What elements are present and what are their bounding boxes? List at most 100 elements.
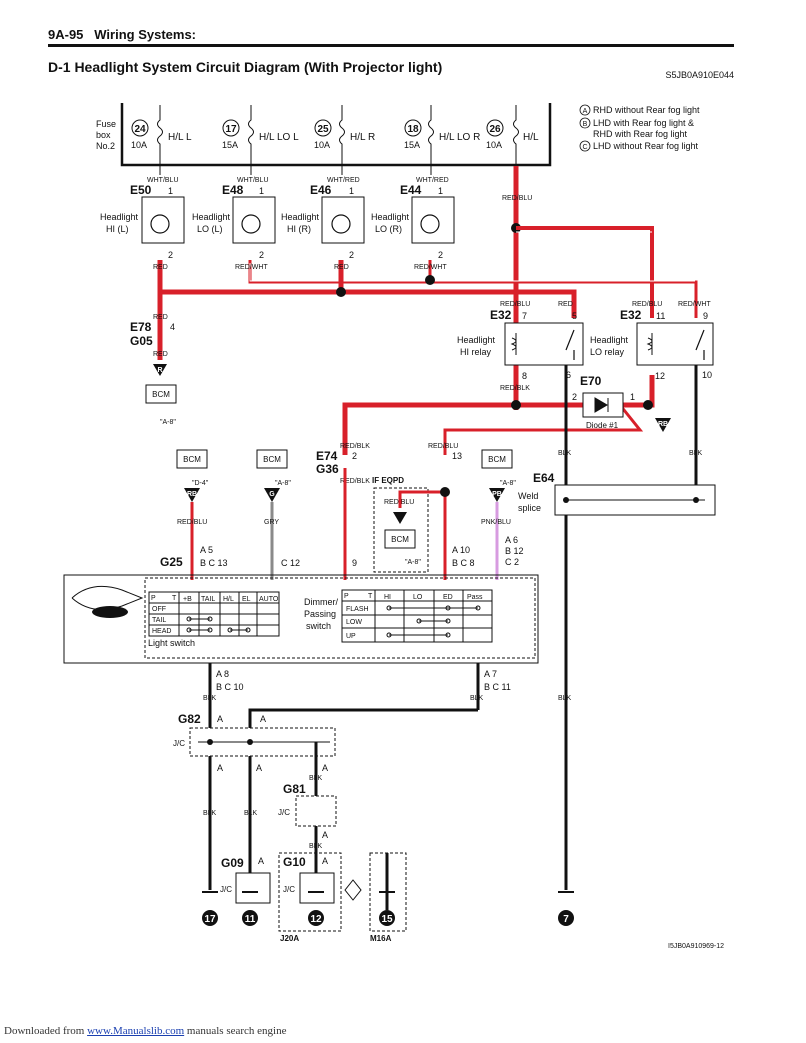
- connector-label: G05: [130, 334, 153, 348]
- pin-label: 13: [452, 451, 462, 461]
- table-header: EL: [242, 596, 251, 603]
- pin-label: B C 11: [484, 682, 511, 692]
- bcm-label: BCM: [391, 535, 409, 544]
- light-switch-label: Light switch: [148, 638, 195, 648]
- wire-label: RED: [153, 351, 168, 358]
- legend: A RHD without Rear fog light B LHD with …: [579, 104, 700, 152]
- wire-label: BLK: [470, 695, 484, 702]
- table-row-label: HEAD: [152, 628, 171, 635]
- table-header: P: [344, 593, 349, 600]
- fuse-number: 24: [134, 124, 146, 135]
- pin-label: 1: [168, 186, 173, 196]
- fuse-name: H/L R: [350, 132, 375, 143]
- jc-label: J/C: [283, 885, 295, 894]
- bcm-badge: RB: [658, 421, 668, 428]
- wire-label: WHT/RED: [416, 177, 449, 184]
- fuse-name: H/L: [523, 132, 539, 143]
- combination-switch: P T +B TAIL H/L EL AUTO OFF TAIL HEAD Li…: [63, 574, 539, 664]
- pin-label: 6: [566, 370, 571, 380]
- legend-text-c: LHD without Rear fog light: [593, 141, 699, 151]
- wire-label: RED/BLK: [340, 443, 370, 450]
- table-row-label: LOW: [346, 619, 362, 626]
- bcm-ref: "A-8": [160, 419, 176, 426]
- ground-points: 17 11 12 15 7: [202, 891, 574, 926]
- table-row-label: OFF: [152, 606, 166, 613]
- pin-label: 2: [438, 250, 443, 260]
- legend-mark-b: B: [583, 121, 588, 128]
- legend-text-b2: RHD with Rear fog light: [593, 129, 688, 139]
- pin-label: C 12: [281, 558, 300, 568]
- bcm-label: BCM: [263, 455, 281, 464]
- headlight-e50: E50 WHT/BLU 1 Headlight HI (L) 2 RED: [100, 177, 185, 271]
- pin-label: A: [322, 856, 328, 866]
- e74-g36-connector: RED/BLK E74 2 G36 RED/BLK RED/BLU 13: [316, 443, 462, 580]
- headlight-label: LO (L): [197, 224, 223, 234]
- g25-connector: G25 A 5 B C 13 C 12 9 A 10 B C 8 A 6 B 1…: [160, 535, 524, 569]
- headlight-label: Headlight: [100, 212, 139, 222]
- connector-label: E48: [222, 183, 244, 197]
- weld-label: splice: [518, 503, 541, 513]
- connector-label: E70: [580, 374, 602, 388]
- pin-label: A: [256, 763, 262, 773]
- wire-label: RED/BLU: [502, 195, 532, 202]
- pin-label: A 7: [484, 669, 497, 679]
- table-header: TAIL: [201, 596, 215, 603]
- ground-number: 15: [381, 914, 393, 925]
- pin-label: A: [217, 714, 223, 724]
- headlight-label: LO (R): [375, 224, 402, 234]
- bcm-badge: G: [269, 491, 275, 498]
- headlight-e44: E44 WHT/RED 1 Headlight LO (R) 2 RED/WHT: [371, 177, 455, 271]
- table-header: ED: [443, 594, 453, 601]
- pin-label: 7: [522, 311, 527, 321]
- ground-number: 11: [245, 914, 256, 925]
- bcm-d4: BCM "D-4" RB RED/BLU: [176, 449, 209, 580]
- ground-number: 7: [563, 914, 569, 925]
- pin-label: 10: [702, 370, 712, 380]
- bcm-badge: RB: [187, 491, 197, 498]
- pin-label: B C 8: [452, 558, 475, 568]
- pin-label: 2: [352, 451, 357, 461]
- pin-label: A 10: [452, 545, 470, 555]
- section-title: Wiring Systems:: [94, 27, 197, 42]
- wire-label: RED/BLU: [500, 301, 530, 308]
- page-number: 9A-95: [48, 27, 84, 42]
- legend-text-a: RHD without Rear fog light: [593, 105, 700, 115]
- connector-label: G25: [160, 555, 183, 569]
- pin-label: B 12: [505, 546, 524, 556]
- ground-wiring: A 8 B C 10 A 7 B C 11 BLK BLK G82 A A J/…: [173, 663, 511, 943]
- dimmer-label: Passing: [304, 609, 336, 619]
- table-header: Pass: [467, 594, 483, 601]
- pin-label: 2: [259, 250, 264, 260]
- fuse-box-label-1: Fuse: [96, 119, 116, 129]
- fuse-box-label-3: No.2: [96, 141, 115, 151]
- table-header: +B: [183, 596, 192, 603]
- connector-label: G82: [178, 712, 201, 726]
- relay-label: Headlight: [590, 335, 629, 345]
- dimmer-label: Dimmer/: [304, 597, 338, 607]
- pin-label: 2: [168, 250, 173, 260]
- ground-number: 12: [310, 914, 322, 925]
- footer-link[interactable]: www.Manualslib.com: [87, 1025, 185, 1037]
- pin-label: 12: [655, 371, 665, 381]
- pin-label: 1: [630, 392, 635, 402]
- ground-number: 17: [204, 914, 216, 925]
- diode-e70: E70 2 1 Diode #1 RB: [342, 374, 671, 455]
- bcm-badge: PB: [492, 491, 502, 498]
- headlight-label: Headlight: [281, 212, 320, 222]
- connector-label: G36: [316, 462, 339, 476]
- relay-label: LO relay: [590, 347, 625, 357]
- bcm-badge: R: [157, 367, 162, 374]
- pin-label: 1: [259, 186, 264, 196]
- table-header: LO: [413, 594, 423, 601]
- headlight-e46: E46 WHT/RED 1 Headlight HI (R) 2 RED: [281, 177, 365, 271]
- wire-label: RED/BLK: [340, 478, 370, 485]
- wire-label: RED/BLU: [632, 301, 662, 308]
- header-rule: [48, 44, 734, 47]
- pin-label: A: [217, 763, 223, 773]
- if-eqpd-block: IF EQPD RED/BLU BCM "A-8": [372, 476, 450, 580]
- wire-label: RED: [558, 301, 573, 308]
- pin-label: 1: [349, 186, 354, 196]
- wire-label: RED/BLK: [500, 385, 530, 392]
- wire-label: RED/BLU: [428, 443, 458, 450]
